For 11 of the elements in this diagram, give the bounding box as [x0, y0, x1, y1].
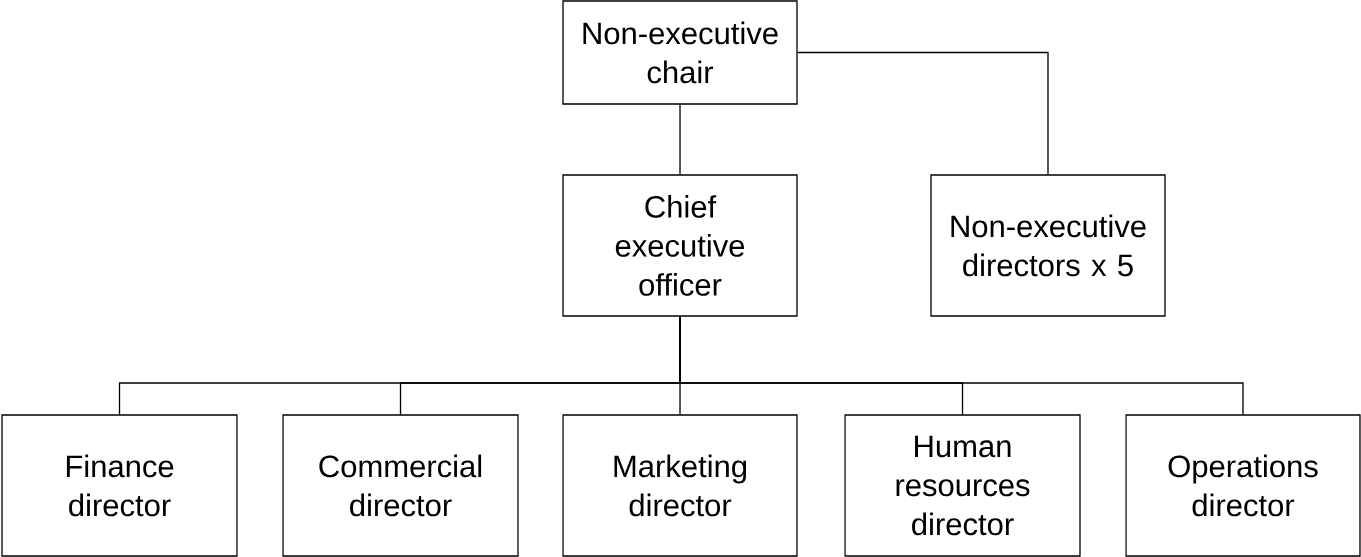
connector-line — [797, 51, 1049, 175]
connector-line — [679, 316, 1244, 415]
org-box: Non-executive directors x 5 — [930, 174, 1166, 317]
org-box: Commercial director — [282, 414, 519, 557]
org-box: Operations director — [1125, 414, 1361, 557]
connector-line — [679, 104, 681, 175]
org-box: Finance director — [1, 414, 238, 557]
org-box: Non-executive chair — [562, 0, 798, 105]
org-box: Human resources director — [844, 414, 1081, 557]
org-box: Chief executive officer — [562, 174, 798, 317]
org-box: Marketing director — [562, 414, 798, 557]
